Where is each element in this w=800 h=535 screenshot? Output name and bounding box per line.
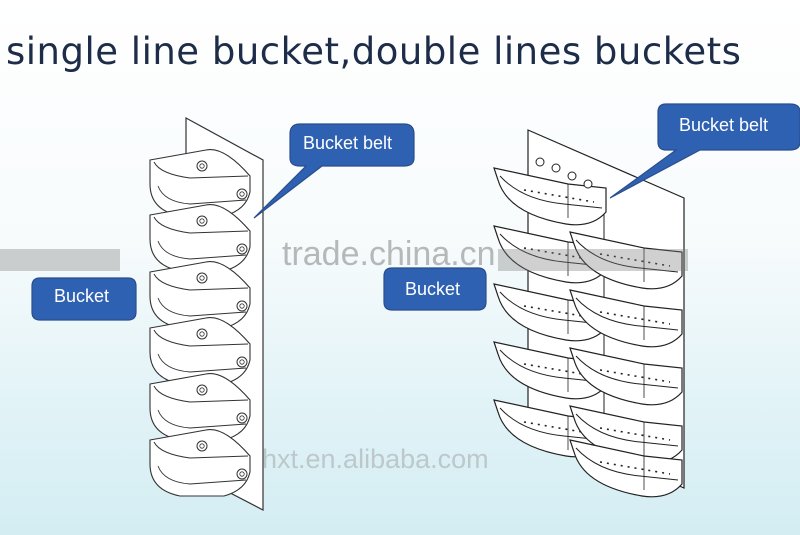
page-title: single line bucket,double lines buckets [6,30,742,73]
callout-double-belt-label: Bucket belt [679,115,769,135]
double-line-elevator [493,129,685,498]
watermark-main: trade.china.cn [282,235,496,273]
callout-single-belt-label: Bucket belt [303,133,393,153]
single-line-elevator [149,116,264,511]
callout-single-belt [253,123,415,219]
watermark-bar [0,249,120,271]
watermark-bar [498,249,688,271]
callout-double-bucket [383,267,487,311]
callout-single-bucket-label: Bucket [54,286,110,306]
callout-double-bucket-label: Bucket [405,279,461,299]
callout-double-belt [609,103,800,199]
callout-single-bucket [31,277,137,321]
watermark-sub: hxt.en.alibaba.com [262,444,489,474]
